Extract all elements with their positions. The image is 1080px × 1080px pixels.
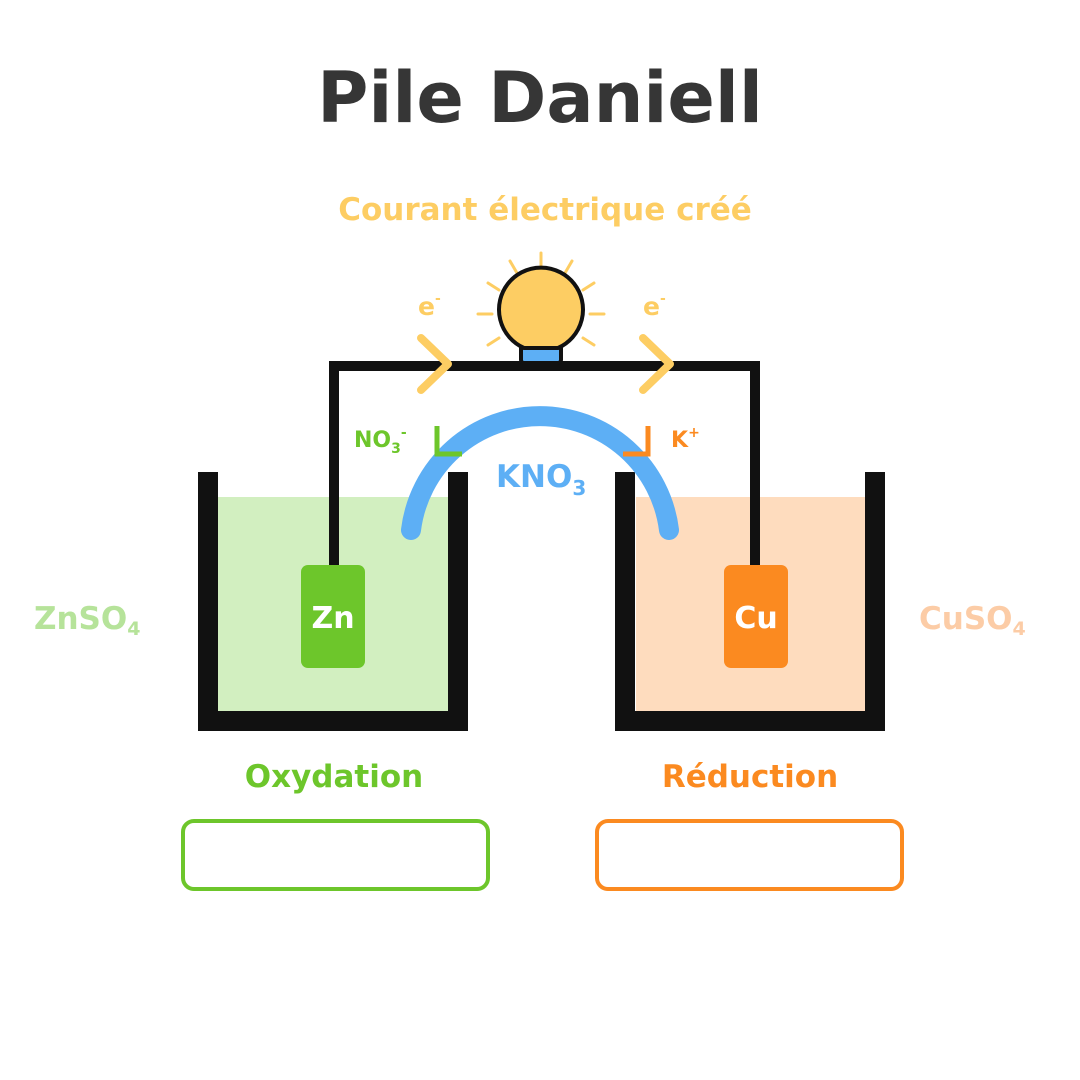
light-bulb-icon [497, 265, 585, 365]
zinc-solution-label: ZnSO4 [34, 601, 140, 640]
reduction-answer-box[interactable] [595, 819, 904, 891]
light-rays [476, 251, 606, 347]
oxidation-answer-box[interactable] [181, 819, 490, 891]
salt-bridge-label: KNO3 [496, 459, 586, 500]
left-beaker [198, 472, 468, 731]
circuit-wire [329, 361, 760, 572]
copper-electrode [724, 565, 788, 668]
copper-solution-label: CuSO4 [919, 601, 1026, 640]
left-electron-arrow-icon [417, 334, 452, 394]
zinc-electrode [301, 565, 365, 668]
right-beaker [615, 472, 885, 731]
salt-bridge [401, 406, 679, 540]
cation-label: K+ [671, 425, 700, 453]
current-label: Courant électrique créé [338, 192, 752, 228]
right-electron-label: e- [643, 291, 666, 321]
zinc-electrode-label: Zn [311, 601, 354, 636]
anion-direction-icon [434, 426, 462, 457]
oxidation-label: Oxydation [245, 759, 423, 795]
right-electron-arrow-icon [639, 334, 674, 394]
cation-direction-icon [623, 426, 651, 457]
anion-label: NO3- [354, 425, 407, 457]
copper-electrode-label: Cu [734, 601, 777, 636]
reduction-label: Réduction [662, 759, 838, 795]
left-electron-label: e- [418, 291, 441, 321]
page-title: Pile Daniell [317, 57, 763, 139]
